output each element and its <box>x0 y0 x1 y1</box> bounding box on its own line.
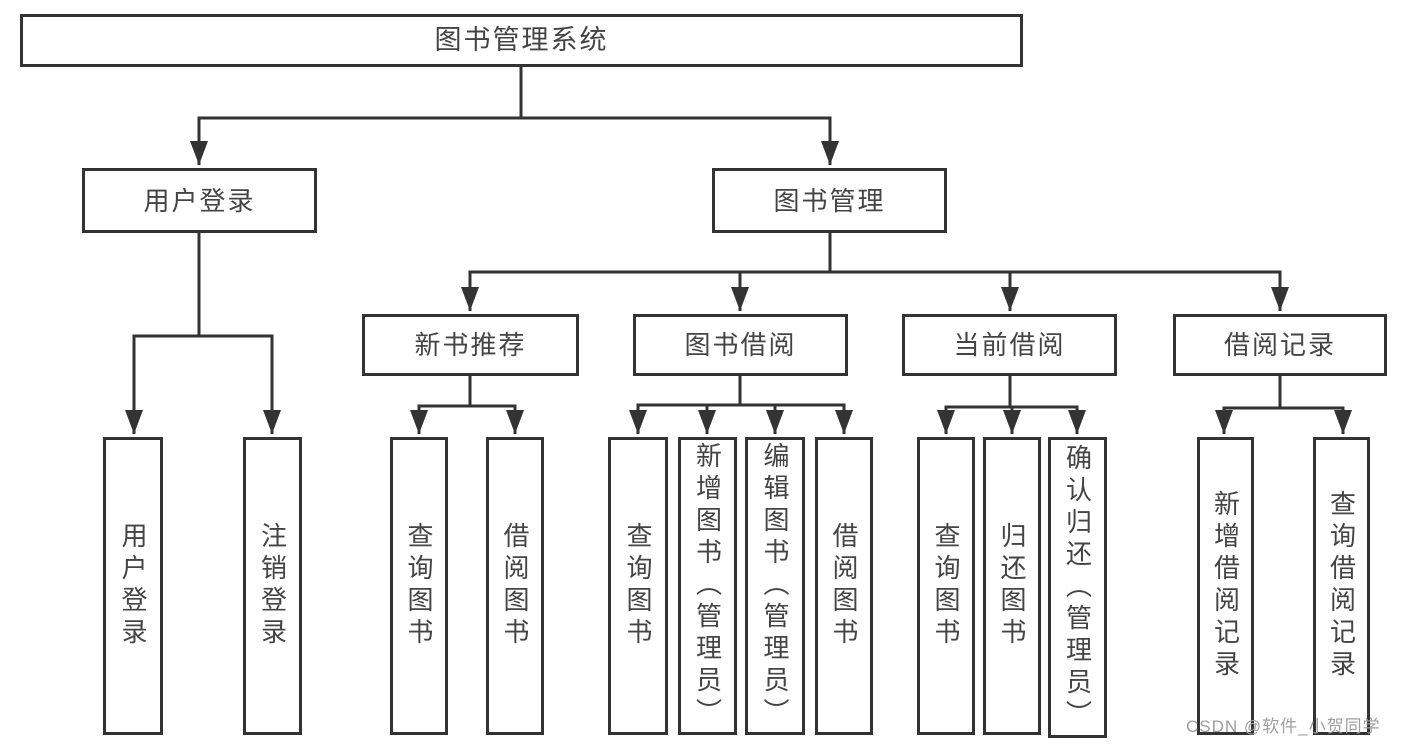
edge-root-user-login <box>190 67 523 165</box>
leaf-label: 用户登录 <box>118 522 148 650</box>
node-leaf-nb-borrow: 借阅图书 <box>486 437 544 735</box>
leaf-label: 注销登录 <box>257 522 288 650</box>
node-leaf-logout: 注销登录 <box>243 437 302 735</box>
edge-user-login-leaf-logout <box>197 233 281 434</box>
node-root: 图书管理系统 <box>20 14 1023 67</box>
edge-current-borrow-leaf-cb-confirm <box>1008 376 1086 434</box>
leaf-label: 新增图书（管理员） <box>692 442 723 730</box>
leaf-label: 借阅图书 <box>500 522 530 650</box>
leaf-label: 编辑图书（管理员） <box>760 442 790 730</box>
leaf-label: 归还图书 <box>997 522 1027 650</box>
node-borrow-record: 借阅记录 <box>1173 314 1387 376</box>
watermark: CSDN @软件_小贺同学 <box>1186 717 1381 736</box>
edge-book-mgmt-borrow-record <box>828 233 1289 311</box>
leaf-label: 借阅图书 <box>829 522 859 650</box>
node-leaf-nb-query: 查询图书 <box>390 437 448 735</box>
edge-current-borrow-leaf-cb-query <box>937 376 1012 434</box>
edge-book-borrow-leaf-bb-add <box>698 376 742 434</box>
node-new-book-rec: 新书推荐 <box>362 314 579 376</box>
leaf-label: 查询借阅记录 <box>1326 490 1357 682</box>
node-user-login: 用户登录 <box>82 168 317 233</box>
edge-book-borrow-leaf-bb-borrow <box>738 376 853 434</box>
node-leaf-br-query: 查询借阅记录 <box>1313 437 1370 735</box>
edge-root-book-mgmt <box>519 67 839 165</box>
leaf-label: 新增借阅记录 <box>1210 490 1241 682</box>
edge-user-login-leaf-user-login <box>125 233 201 434</box>
edge-new-book-rec-leaf-nb-borrow <box>468 376 524 434</box>
node-leaf-cb-confirm: 确认归还（管理员） <box>1048 437 1107 738</box>
node-leaf-br-add: 新增借阅记录 <box>1197 437 1254 735</box>
leaf-label: 确认归还（管理员） <box>1062 443 1093 732</box>
edge-new-book-rec-leaf-nb-query <box>410 376 472 434</box>
leaf-label: 查询图书 <box>404 522 434 650</box>
node-leaf-cb-query: 查询图书 <box>917 437 975 735</box>
node-book-mgmt: 图书管理 <box>712 168 947 233</box>
leaf-label: 查询图书 <box>623 522 653 650</box>
node-book-borrow: 图书借阅 <box>633 314 848 376</box>
node-leaf-cb-return: 归还图书 <box>983 437 1041 735</box>
node-leaf-bb-edit: 编辑图书（管理员） <box>745 437 805 735</box>
node-leaf-bb-add: 新增图书（管理员） <box>678 437 737 735</box>
node-leaf-bb-query: 查询图书 <box>608 437 668 735</box>
leaf-label: 查询图书 <box>931 522 961 650</box>
node-leaf-user-login: 用户登录 <box>103 437 163 735</box>
edge-borrow-record-leaf-br-query <box>1278 376 1352 434</box>
edge-book-mgmt-book-borrow <box>731 233 832 311</box>
node-leaf-bb-borrow: 借阅图书 <box>815 437 873 735</box>
edge-borrow-record-leaf-br-add <box>1215 376 1282 434</box>
node-current-borrow: 当前借阅 <box>902 314 1117 376</box>
